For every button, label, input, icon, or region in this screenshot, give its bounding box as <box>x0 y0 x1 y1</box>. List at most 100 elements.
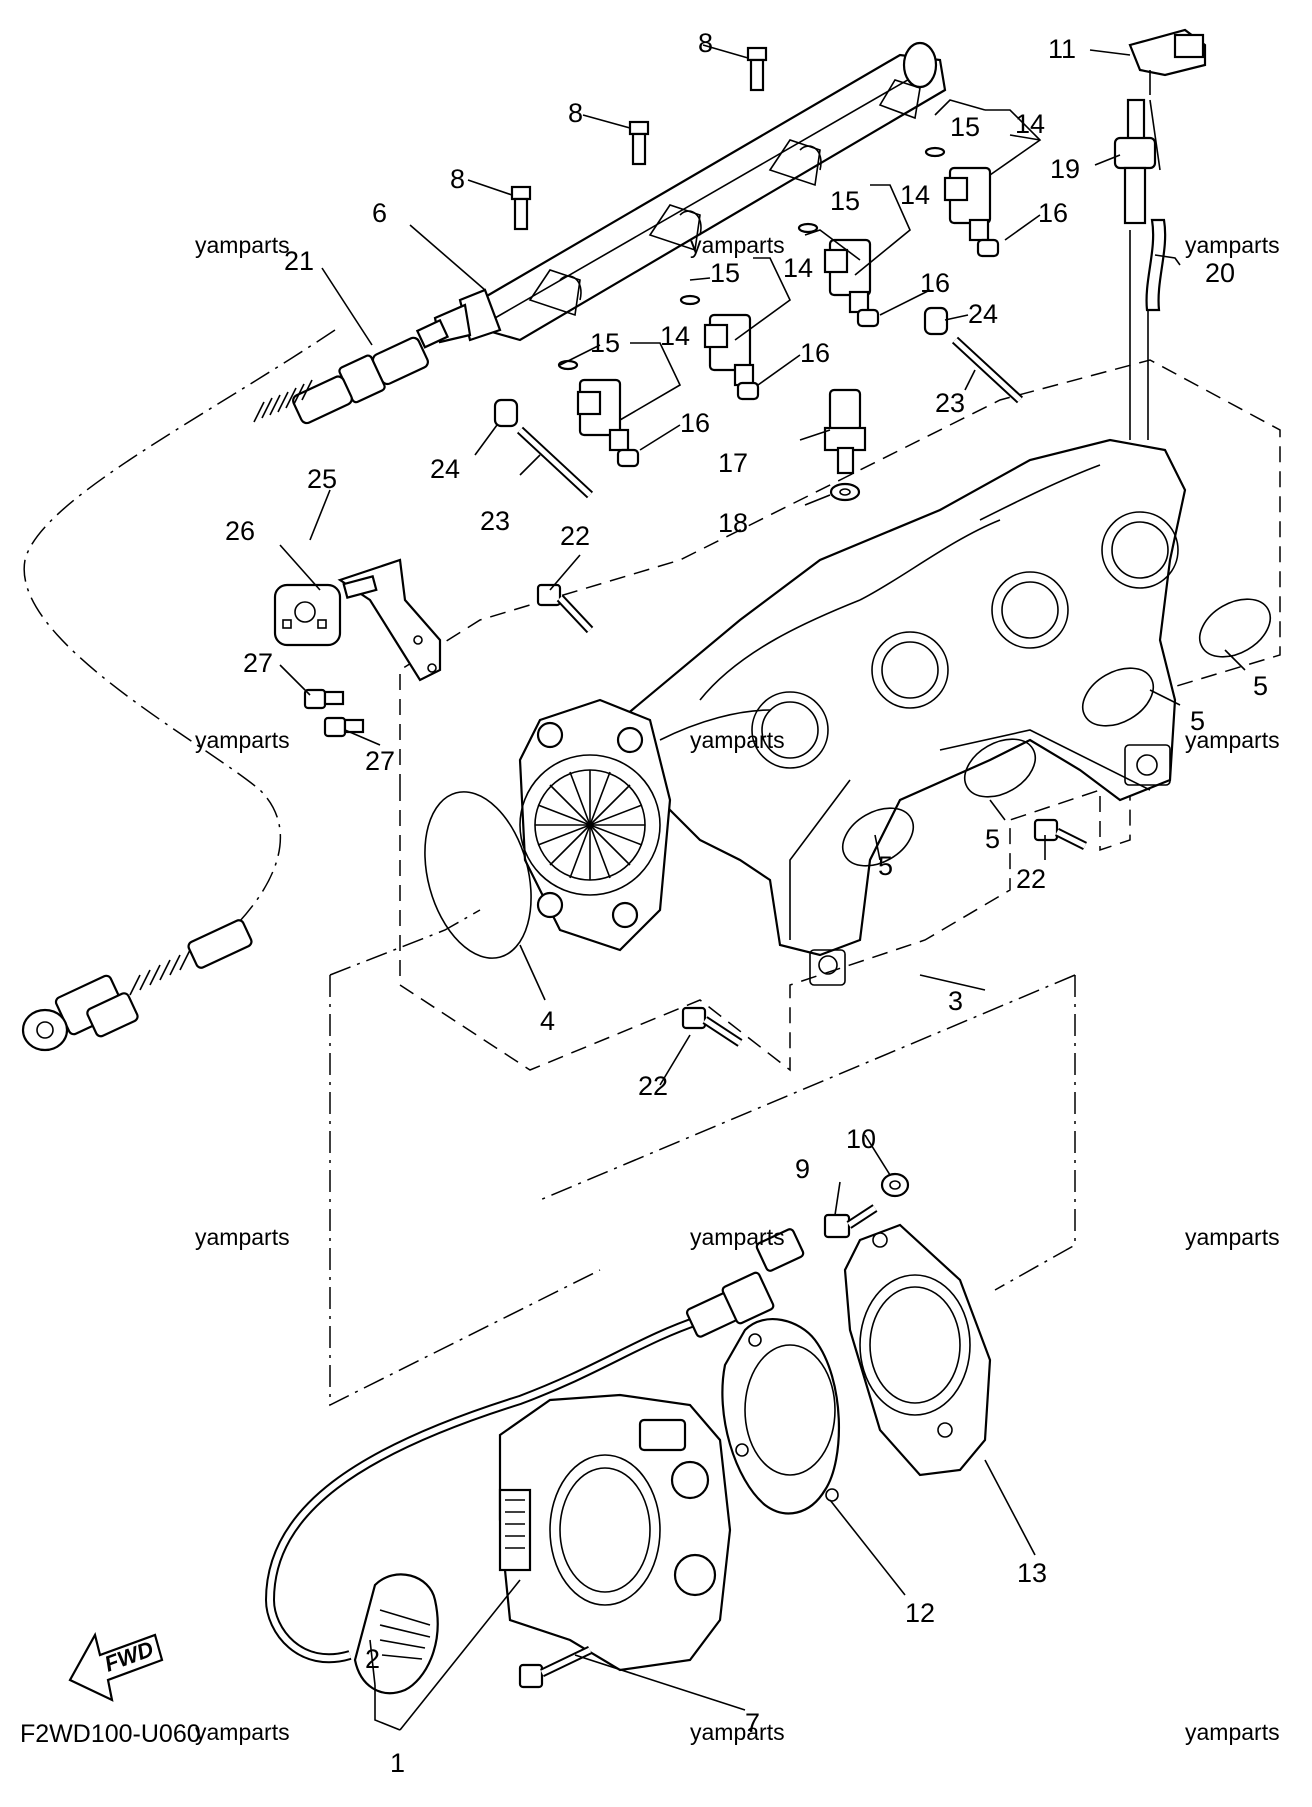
callout-25: 25 <box>307 464 337 494</box>
watermark: yamparts <box>1185 1224 1280 1250</box>
temp-sensor-17 <box>823 388 867 475</box>
connector-21 <box>253 336 429 425</box>
throttle-body <box>498 1393 732 1672</box>
callout-24: 24 <box>968 299 998 329</box>
callout-16: 16 <box>1038 198 1068 228</box>
callout-24: 24 <box>430 454 460 484</box>
callout-17: 17 <box>718 448 748 478</box>
callout-8: 8 <box>450 164 465 194</box>
wire-harness-21 <box>23 329 336 951</box>
watermark: yamparts <box>1185 727 1280 753</box>
gasket-5-b <box>963 738 1037 798</box>
callout-11: 11 <box>1048 34 1076 64</box>
callout-15: 15 <box>950 112 980 142</box>
callout-13: 13 <box>1017 1558 1047 1588</box>
watermark: yamparts <box>195 1719 290 1745</box>
callout-10: 10 <box>846 1124 876 1154</box>
manifold-inlet-flange <box>518 698 771 952</box>
callout-22: 22 <box>1016 864 1046 894</box>
leader-lines <box>279 44 1246 1731</box>
watermarks: yamparts yamparts yamparts yamparts yamp… <box>195 232 1280 1745</box>
callout-12: 12 <box>905 1598 935 1628</box>
callout-6: 6 <box>372 198 387 228</box>
callouts: 8 8 8 6 11 19 20 21 14 15 14 15 14 15 14… <box>225 28 1268 1778</box>
watermark: yamparts <box>690 727 785 753</box>
callout-23: 23 <box>935 388 965 418</box>
watermark: yamparts <box>690 1224 785 1250</box>
callout-9: 9 <box>795 1154 810 1184</box>
callout-4: 4 <box>540 1006 555 1036</box>
cap-26 <box>273 583 342 647</box>
callout-15: 15 <box>830 186 860 216</box>
throttle-harness <box>264 1228 805 1695</box>
throttle-joint-13 <box>843 1223 992 1477</box>
callout-26: 26 <box>225 516 255 546</box>
callout-3: 3 <box>948 986 963 1016</box>
stud-23-a <box>516 426 594 499</box>
injector-14-c <box>797 222 880 328</box>
bolt-22-c <box>681 1006 743 1047</box>
bracket-25 <box>337 558 442 682</box>
diagram-code: F2WD100-U060 <box>20 1720 201 1748</box>
gasket-5-c <box>1081 667 1155 727</box>
watermark: yamparts <box>195 1224 290 1250</box>
assembly-outline-lower <box>329 909 1076 1407</box>
callout-15: 15 <box>590 328 620 358</box>
harness-end-connector <box>21 919 253 1052</box>
bolt-8-c <box>510 185 532 231</box>
callout-27: 27 <box>243 648 273 678</box>
callout-14: 14 <box>900 180 930 210</box>
watermark: yamparts <box>690 1719 785 1745</box>
assembly-outline-upper <box>399 359 1281 1072</box>
callout-7: 7 <box>745 1708 760 1738</box>
callout-16: 16 <box>800 338 830 368</box>
callout-5: 5 <box>1190 706 1205 736</box>
callout-5: 5 <box>1253 671 1268 701</box>
callout-8: 8 <box>568 98 583 128</box>
gasket-5-a <box>841 807 915 867</box>
callout-1: 1 <box>390 1748 405 1778</box>
bolt-22-a <box>536 583 594 634</box>
callout-8: 8 <box>698 28 713 58</box>
callout-14: 14 <box>1015 109 1045 139</box>
bolt-27-b <box>323 716 365 738</box>
callout-18: 18 <box>718 508 748 538</box>
callout-2: 2 <box>365 1644 380 1674</box>
callout-5: 5 <box>878 851 893 881</box>
watermark: yamparts <box>1185 232 1280 258</box>
stud-23-b <box>951 336 1024 404</box>
nut-24-a <box>493 398 519 428</box>
callout-27: 27 <box>365 746 395 776</box>
callout-14: 14 <box>660 321 690 351</box>
bolt-8-a <box>746 46 768 92</box>
o-ring-4 <box>424 791 532 959</box>
bolt-9 <box>823 1204 878 1239</box>
callout-14: 14 <box>783 253 813 283</box>
callout-19: 19 <box>1050 154 1080 184</box>
washer-18 <box>829 482 861 502</box>
callout-15: 15 <box>710 258 740 288</box>
watermark: yamparts <box>195 727 290 753</box>
callout-16: 16 <box>680 408 710 438</box>
gasket-5-d <box>1198 598 1272 658</box>
washer-10 <box>880 1172 910 1198</box>
injector-14-d <box>924 146 1000 258</box>
callout-23: 23 <box>480 506 510 536</box>
callout-20: 20 <box>1205 258 1235 288</box>
injector-14-b <box>679 294 760 401</box>
watermark: yamparts <box>1185 1719 1280 1745</box>
bolt-22-b <box>1033 818 1088 851</box>
callout-16: 16 <box>920 268 950 298</box>
watermark: yamparts <box>195 232 290 258</box>
fwd-arrow: FWD <box>68 1632 164 1702</box>
fuel-rail <box>415 41 947 349</box>
intake-manifold <box>618 438 1187 986</box>
callout-21: 21 <box>284 246 314 276</box>
pressure-sensor-11 <box>1128 28 1207 95</box>
watermark: yamparts <box>690 232 785 258</box>
hose-20 <box>1129 218 1167 440</box>
hose-fitting-19 <box>1113 98 1161 225</box>
nut-24-b <box>923 306 949 336</box>
gasket-12 <box>721 1318 841 1515</box>
